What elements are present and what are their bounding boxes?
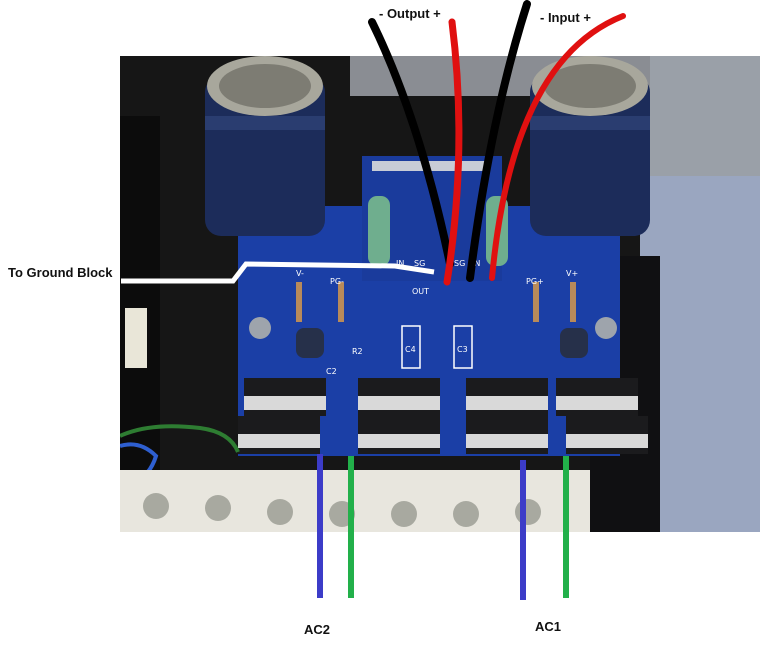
silk-v-plus: V+ bbox=[566, 269, 578, 278]
small-capacitor-c2 bbox=[296, 328, 324, 358]
input-label: - Input + bbox=[540, 10, 591, 25]
resistor-right bbox=[486, 196, 508, 266]
capacitor-left bbox=[205, 56, 325, 236]
silk-out: OUT bbox=[412, 287, 429, 296]
terminal-block bbox=[120, 470, 590, 532]
resistor-left bbox=[368, 196, 390, 266]
silk-sg-right: SG bbox=[454, 259, 465, 268]
silk-c2: C2 bbox=[326, 367, 337, 376]
silk-c4: C4 bbox=[405, 345, 416, 354]
silk-in-left: IN bbox=[396, 259, 404, 268]
board-illustration: V- PG- PG+ V+ IN SG SG IN OUT C4 C3 R2 C… bbox=[120, 56, 760, 532]
ac2-label: AC2 bbox=[304, 622, 331, 637]
silk-in-right: IN bbox=[472, 259, 480, 268]
silk-c3: C3 bbox=[457, 345, 468, 354]
ac1-label: AC1 bbox=[535, 619, 562, 634]
output-label: - Output + bbox=[379, 6, 441, 21]
capacitor-right bbox=[530, 56, 650, 236]
power-transistors bbox=[238, 378, 648, 454]
small-capacitor-right bbox=[560, 328, 588, 358]
silk-r2: R2 bbox=[352, 347, 363, 356]
silk-sg-left: SG bbox=[414, 259, 425, 268]
amplifier-board-photo: V- PG- PG+ V+ IN SG SG IN OUT C4 C3 R2 C… bbox=[120, 56, 760, 532]
ground-block-label: To Ground Block bbox=[8, 265, 113, 280]
silk-v-minus: V- bbox=[296, 269, 304, 278]
silk-pg-plus: PG+ bbox=[526, 277, 544, 286]
plastic-standoff bbox=[125, 308, 147, 368]
silk-pg-minus: PG- bbox=[330, 277, 344, 286]
